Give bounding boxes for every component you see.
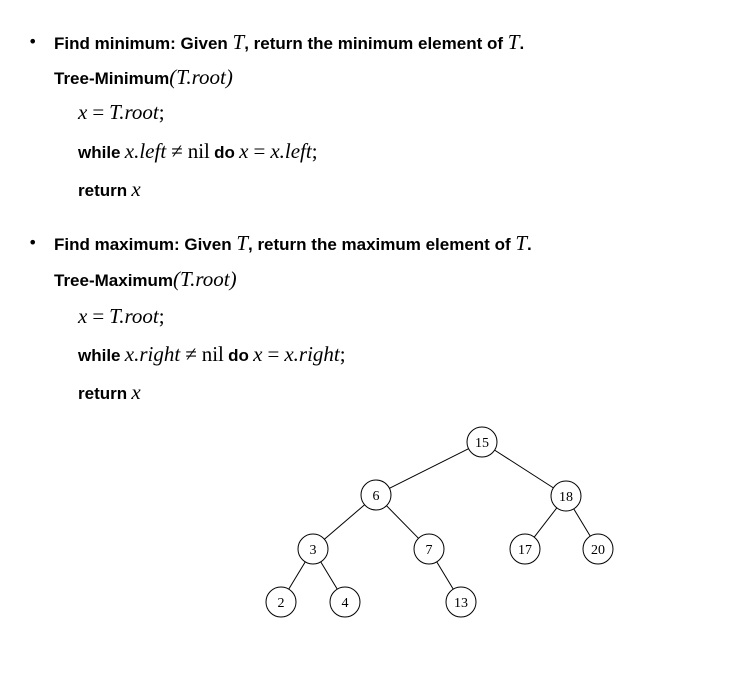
heading-var: T xyxy=(236,231,248,255)
heading-text: Find minimum: Given xyxy=(54,34,233,53)
var-x: x xyxy=(78,304,88,328)
while-keyword: while xyxy=(78,143,121,162)
nil-constant: nil xyxy=(187,139,210,163)
while-loop-line: while x.left≠nil do x=x.left; xyxy=(78,140,318,164)
tree-node-circle xyxy=(550,480,582,512)
assign-root-line: x=T.root; xyxy=(78,305,165,329)
find-maximum-heading: Find maximum: Given T, return the maximu… xyxy=(54,232,532,256)
semicolon: ; xyxy=(311,139,318,163)
tree-edge xyxy=(436,561,454,590)
bullet-marker: • xyxy=(28,32,38,51)
procedure-name: Tree-Maximum xyxy=(54,271,174,290)
tree-edge xyxy=(573,508,591,537)
tree-node-circle xyxy=(329,586,361,618)
heading-text: , return the minimum element of xyxy=(244,34,508,53)
heading-text: . xyxy=(527,235,532,254)
var-x: x xyxy=(131,177,141,201)
tree-node-circle xyxy=(466,426,498,458)
tree-edge xyxy=(288,561,306,590)
equals-sign: = xyxy=(267,342,280,366)
tree-minimum-signature: Tree-Minimum(T.root) xyxy=(54,66,233,90)
procedure-args: (T.root) xyxy=(169,65,233,89)
equals-sign: = xyxy=(92,304,105,328)
tree-node-13: 13 xyxy=(445,586,477,618)
tree-node-17: 17 xyxy=(509,533,541,565)
bullet-marker: • xyxy=(28,233,38,252)
var-x-left: x.left xyxy=(270,139,312,163)
tree-node-key: 2 xyxy=(278,596,285,611)
tree-nodes: 15 6 18 3 7 17 20 2 4 13 xyxy=(265,426,614,618)
var-t-root: T.root xyxy=(109,100,159,124)
tree-edge xyxy=(324,504,365,540)
var-x-left: x.left xyxy=(124,139,167,163)
tree-maximum-signature: Tree-Maximum(T.root) xyxy=(54,268,237,292)
tree-node-circle xyxy=(413,533,445,565)
var-x: x xyxy=(239,139,249,163)
equals-sign: = xyxy=(253,139,266,163)
tree-node-2: 2 xyxy=(265,586,297,618)
heading-var: T xyxy=(507,30,520,54)
tree-node-6: 6 xyxy=(360,479,392,511)
nil-constant: nil xyxy=(201,342,224,366)
do-keyword: do xyxy=(214,143,235,162)
while-keyword: while xyxy=(78,346,121,365)
heading-var: T xyxy=(232,30,245,54)
not-equal-sign: ≠ xyxy=(185,342,197,366)
tree-node-circle xyxy=(445,586,477,618)
tree-node-circle xyxy=(265,586,297,618)
while-loop-line: while x.right≠nil do x=x.right; xyxy=(78,343,346,367)
tree-node-key: 6 xyxy=(373,489,380,504)
var-x: x xyxy=(131,380,141,404)
semicolon: ; xyxy=(339,342,346,366)
tree-node-20: 20 xyxy=(582,533,614,565)
tree-node-key: 20 xyxy=(591,543,605,558)
heading-text: Find maximum: Given xyxy=(54,235,237,254)
tree-node-15: 15 xyxy=(466,426,498,458)
tree-node-18: 18 xyxy=(550,480,582,512)
tree-node-7: 7 xyxy=(413,533,445,565)
semicolon: ; xyxy=(158,100,165,124)
var-x: x xyxy=(78,100,88,124)
find-minimum-heading: Find minimum: Given T, return the minimu… xyxy=(54,31,524,55)
return-line: return x xyxy=(78,381,141,405)
tree-edge xyxy=(389,448,469,489)
tree-edge xyxy=(320,561,338,590)
tree-node-key: 4 xyxy=(342,596,349,611)
tree-node-key: 15 xyxy=(475,436,489,451)
var-x: x xyxy=(253,342,263,366)
assign-root-line: x=T.root; xyxy=(78,101,165,125)
tree-edge xyxy=(533,507,558,538)
do-keyword: do xyxy=(228,346,249,365)
tree-edge xyxy=(494,449,554,489)
heading-var: T xyxy=(515,231,528,255)
procedure-args: (T.root) xyxy=(173,267,237,291)
tree-node-circle xyxy=(509,533,541,565)
tree-node-key: 18 xyxy=(559,490,573,505)
equals-sign: = xyxy=(92,100,105,124)
tree-node-circle xyxy=(297,533,329,565)
tree-node-3: 3 xyxy=(297,533,329,565)
return-keyword: return xyxy=(78,181,128,200)
semicolon: ; xyxy=(158,304,165,328)
var-x-right: x.right xyxy=(124,342,181,366)
tree-node-key: 7 xyxy=(426,543,433,558)
tree-node-4: 4 xyxy=(329,586,361,618)
tree-node-key: 3 xyxy=(310,543,317,558)
var-x-right: x.right xyxy=(284,342,340,366)
tree-edge xyxy=(386,505,419,539)
not-equal-sign: ≠ xyxy=(171,139,183,163)
return-line: return x xyxy=(78,178,141,202)
tree-node-key: 13 xyxy=(454,596,468,611)
tree-node-key: 17 xyxy=(518,543,532,558)
tree-node-circle xyxy=(582,533,614,565)
var-t-root: T.root xyxy=(109,304,159,328)
heading-text: . xyxy=(519,34,525,53)
tree-node-circle xyxy=(360,479,392,511)
return-keyword: return xyxy=(78,384,128,403)
tree-edges xyxy=(288,448,591,590)
procedure-name: Tree-Minimum xyxy=(54,69,170,88)
heading-text: , return the maximum element of xyxy=(248,235,516,254)
